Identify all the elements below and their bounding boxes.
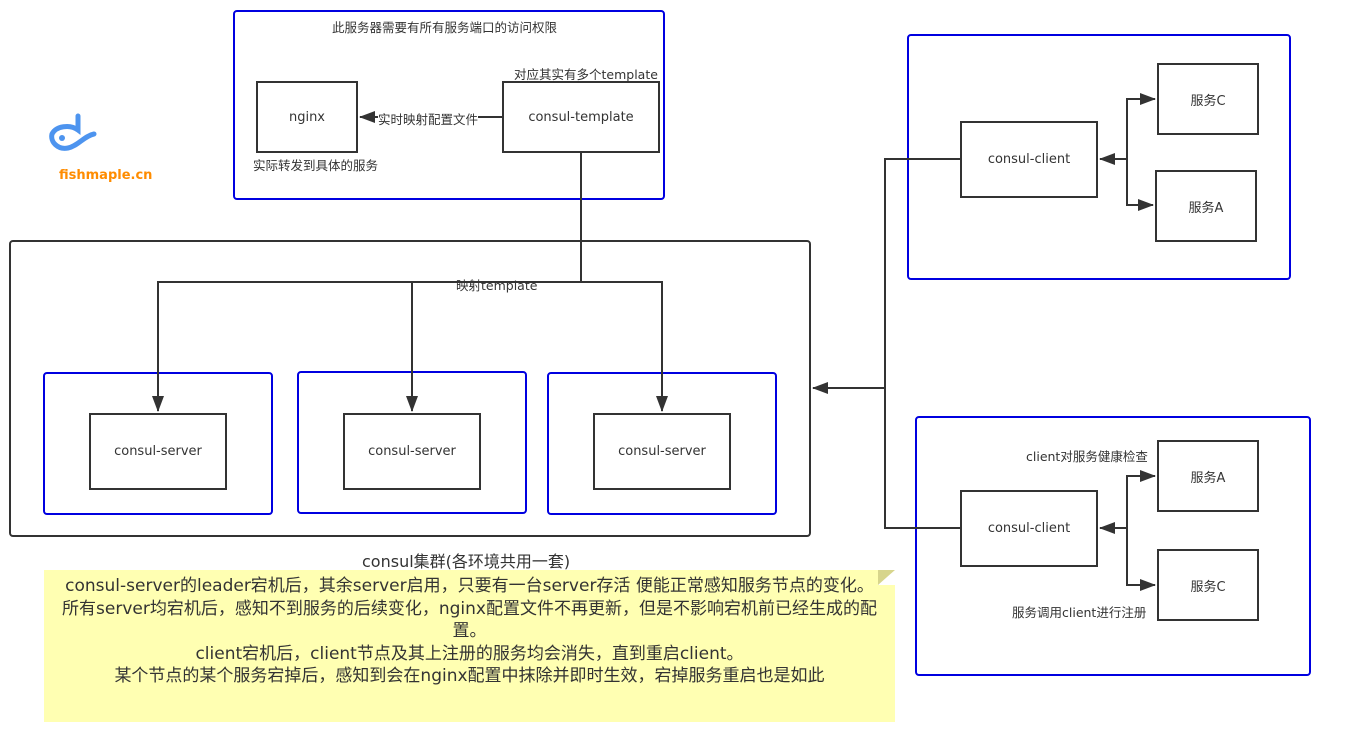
gateway-title: 此服务器需要有所有服务端口的访问权限	[332, 20, 558, 35]
consul-server-node[interactable]: consul-server	[343, 413, 481, 490]
health-check-annotation: client对服务健康检查	[1026, 449, 1148, 464]
gateway-server-container	[233, 10, 665, 200]
service-node[interactable]: 服务A	[1157, 440, 1259, 512]
note-line: consul-server的leader宕机后，其余server启用，只要有一台…	[65, 576, 874, 596]
consul-client-label: consul-client	[987, 521, 1071, 536]
consul-client-label: consul-client	[987, 152, 1071, 167]
logo-text: fishmaple.cn	[59, 168, 153, 183]
consul-template-node[interactable]: consul-template	[502, 81, 660, 153]
consul-client-node[interactable]: consul-client	[960, 121, 1098, 198]
logo	[48, 112, 98, 154]
service-label: 服务A	[1188, 200, 1224, 216]
consul-client-node[interactable]: consul-client	[960, 490, 1098, 567]
note-line: 某个节点的某个服务宕掉后，感知到会在nginx配置中抹除并即时生效，宕掉服务重启…	[114, 666, 825, 686]
nginx-node[interactable]: nginx	[256, 81, 358, 153]
note-line: 所有server均宕机后，感知不到服务的后续变化，nginx配置文件不再更新，但…	[62, 598, 877, 642]
edge-clients-to-cluster	[812, 158, 960, 529]
consul-server-label: consul-server	[618, 444, 706, 459]
registration-annotation: 服务调用client进行注册	[1012, 605, 1147, 620]
consul-cluster-container	[9, 240, 811, 537]
consul-template-caption: 对应其实有多个template	[514, 67, 658, 82]
edge-label-map-template: 映射template	[456, 278, 538, 293]
consul-server-node[interactable]: consul-server	[89, 413, 227, 490]
service-label: 服务C	[1190, 579, 1226, 595]
edge-client1-services	[1099, 93, 1156, 211]
service-label: 服务A	[1190, 470, 1226, 486]
client-host-2	[915, 416, 1311, 676]
edge-template-to-servers	[152, 153, 668, 412]
edge-label-realtime-config: 实时映射配置文件	[378, 109, 479, 128]
service-label: 服务C	[1190, 93, 1226, 109]
edge-client2-services	[1099, 470, 1156, 591]
cluster-caption: consul集群(各环境共用一套)	[362, 552, 571, 571]
client-host-1	[907, 34, 1291, 280]
nginx-caption: 实际转发到具体的服务	[253, 158, 379, 173]
service-node[interactable]: 服务C	[1157, 63, 1259, 135]
service-node[interactable]: 服务A	[1155, 170, 1257, 242]
note-line: client宕机后，client节点及其上注册的服务均会消失，直到重启clien…	[195, 643, 744, 664]
nginx-label: nginx	[288, 109, 326, 125]
consul-template-label: consul-template	[528, 109, 634, 125]
consul-server-label: consul-server	[114, 444, 202, 459]
consul-server-node[interactable]: consul-server	[593, 413, 731, 490]
service-node[interactable]: 服务C	[1157, 549, 1259, 621]
consul-server-label: consul-server	[368, 444, 456, 459]
fish-icon	[49, 113, 97, 151]
note-fold-corner	[878, 570, 895, 585]
sticky-note: consul-server的leader宕机后，其余server启用，只要有一台…	[44, 570, 895, 722]
